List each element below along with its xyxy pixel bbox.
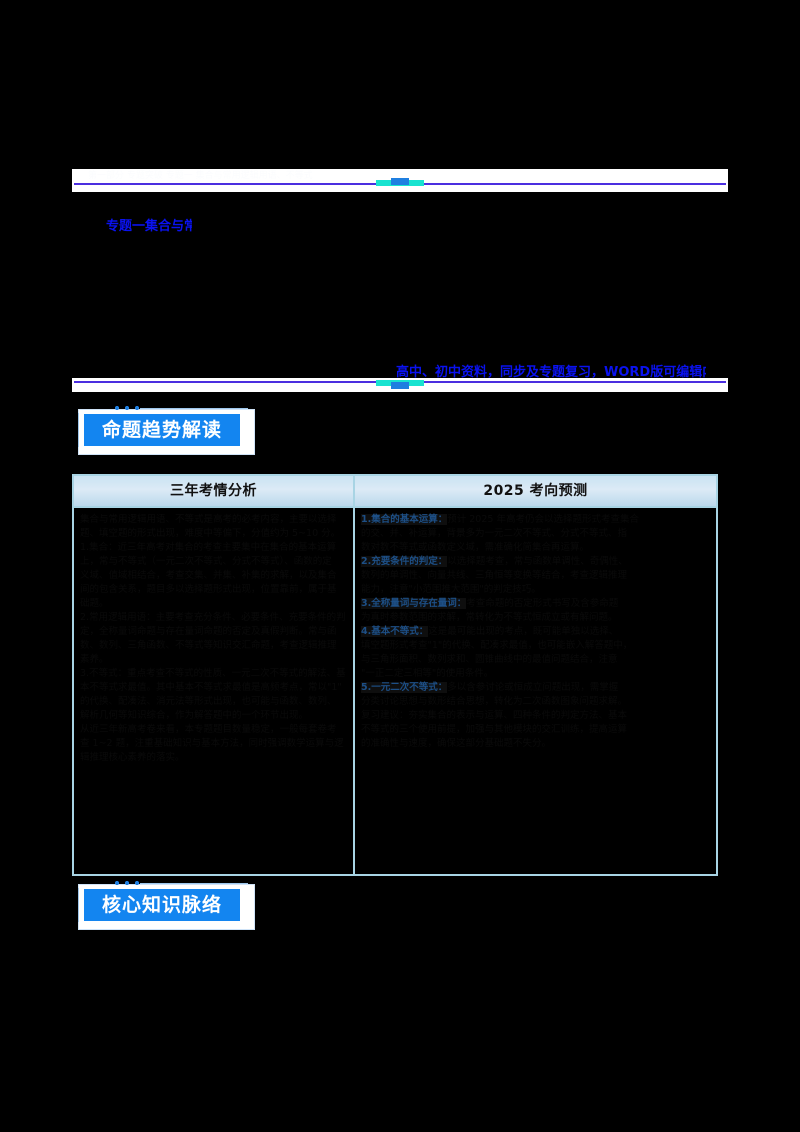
analysis-line: 2.常用逻辑用语：主要考查充分条件、必要条件、充要条件的判 (80, 612, 346, 623)
forecast-line: 填空题形式考查"1"的代换、配凑求最值，也可能嵌入解答题中， (361, 640, 633, 651)
forecast-line: 与三角形面积、数列求和、圆锥曲线中的最值问题结合，注意 (361, 654, 618, 665)
header-tab-core-marker (391, 178, 409, 185)
analysis-line: 3.不等式：重点考查不等式的性质、一元二次不等式的解法、基 (80, 668, 346, 679)
badge-vline-decoration (78, 888, 79, 922)
analysis-line: 上，常与不等式（一元二次不等式、分式不等式）、函数的定 (80, 556, 332, 567)
page-header-band-second (72, 378, 728, 392)
analysis-line: 的代换、配凑法、消元法等形式出现，也可能与函数、数列、 (80, 696, 337, 707)
analysis-line: 础题。 (80, 598, 109, 609)
table-header-row: 三年考情分析 2025 考向预测 (74, 476, 716, 508)
table-cell-forecast: 1.集合的基本运算：预计 2025 年高考仍会以选择题形式考查集合的交、并、补运… (355, 508, 716, 876)
analysis-line: 定，全称量词命题与存在量词命题的否定及真假判断。常与函 (80, 626, 337, 637)
forecast-keyword: 1.集合的基本运算： (361, 514, 448, 525)
forecast-keyword: 3.全称量词与存在量词： (361, 598, 467, 609)
badge-dots-decoration (114, 881, 140, 885)
forecast-line: 4.基本不等式：这是最可能出现的考点，既可能单独以选择、 (361, 626, 619, 637)
analysis-line: 集合与常用逻辑用语、不等式是高考的必考内容，主要以选择 (80, 514, 337, 525)
header-running-title: 第一部分 专题突破 专题一 集合与常用逻辑用语、不等式 (88, 171, 313, 181)
forecast-line: 能力，注意"小范围推大范围"的判定技巧。 (361, 584, 541, 595)
analysis-line: 题、填空题的形式出现，难度中等偏下，分值约为 5~10 分。 (80, 528, 341, 539)
forecast-line: 3.全称量词与存在量词：考查命题的否定形式书写及含参命题 (361, 598, 619, 609)
analysis-line: 解析几何等知识综合，作为解答题中的一个环节出现。 (80, 710, 309, 721)
analysis-line: 间的包含关系，题目多以选择题形式出现，位置靠前，属于基 (80, 584, 337, 595)
section-badge-core-label: 核心知识脉络 (84, 889, 240, 921)
forecast-line: "一正二定三相等"的使用条件。 (361, 668, 494, 679)
analysis-line: 查 1~2 题，注重基础知识与基本方法，同时强调数学运算与逻 (80, 738, 344, 749)
table-body-row: 集合与常用逻辑用语、不等式是高考的必考内容，主要以选择题、填空题的形式出现，难度… (74, 508, 716, 876)
forecast-line: 1.集合的基本运算：预计 2025 年高考仍会以选择题形式考查集合 (361, 514, 639, 525)
section-badge-core: 核心知识脉络 (72, 878, 255, 930)
forecast-line: 2.充要条件的判定：以选择题考查，常与函数单调性、奇偶性、 (361, 556, 628, 567)
badge-hline-decoration (140, 408, 248, 409)
forecast-keyword: 2.充要条件的判定： (361, 556, 448, 567)
page-header-band-top: 第一部分 专题突破 专题一 集合与常用逻辑用语、不等式 (72, 169, 728, 192)
section-badge-trend-label: 命题趋势解读 (84, 414, 240, 446)
forecast-line: 数对数不等式或函数定义域，需准确化简集合再运算。 (361, 542, 590, 553)
analysis-line: 义域、值域相结合，考查交集、并集、补集的求解，以及集合 (80, 570, 337, 581)
analysis-line: 1.集合：近三年高考对集合的考查主要集中在集合的基本运算 (80, 542, 337, 553)
forecast-line: 为真时参数范围的求解，常转化为不等式恒成立或有解问题。 (361, 612, 618, 623)
analysis-line: 数、数列、三角函数、不等式等知识交汇命题，考查逻辑推理 (80, 640, 337, 651)
forecast-line: 分类讨论思想与数形结合思想，转化为二次函数图象问题求解。 (361, 696, 628, 707)
forecast-line: 的交、并、补运算，背景多为一元二次不等式、分式不等式、指 (361, 528, 628, 539)
badge-hline-decoration (140, 883, 248, 884)
trend-analysis-table: 三年考情分析 2025 考向预测 集合与常用逻辑用语、不等式是高考的必考内容，主… (72, 474, 718, 876)
forecast-line: 不等式的三个使用前提，加强与其他模块的交汇训练，提高运算 (361, 724, 628, 735)
forecast-line: 复习建议：夯实集合的表示与运算、四种条件的判定方法、基本 (361, 710, 628, 721)
table-header-analysis: 三年考情分析 (74, 476, 355, 506)
analysis-line: 本不等式求最值。其中基本不等式求最值是高频考点，常以"1" (80, 682, 342, 693)
badge-vline-decoration (78, 413, 79, 447)
table-header-forecast: 2025 考向预测 (483, 483, 588, 499)
forecast-line: 的准确性与速度，确保这部分基础题不失分。 (361, 738, 552, 749)
promo-watermark-text: 高中、初中资料，同步及专题复习，WORD版可编辑内容 (396, 365, 706, 380)
forecast-keyword: 4.基本不等式： (361, 626, 429, 637)
analysis-line: 从近三年新高考卷来看，本专题题目数量稳定，一般每套卷考 (80, 724, 337, 735)
analysis-line: 素养。 (80, 654, 109, 665)
forecast-keyword: 5.一元二次不等式： (361, 682, 448, 693)
table-cell-analysis: 集合与常用逻辑用语、不等式是高考的必考内容，主要以选择题、填空题的形式出现，难度… (74, 508, 355, 876)
header-tab-core-marker-second (391, 382, 409, 389)
forecast-line: 5.一元二次不等式：多以含参讨论或恒成立问题出现，需掌握 (361, 682, 619, 693)
section-badge-trend: 命题趋势解读 (72, 403, 255, 455)
forecast-line: 数列的单调性、向量共线、三角恒等变换等结合，考查逻辑推理 (361, 570, 628, 581)
badge-dots-decoration (114, 406, 140, 410)
analysis-line: 辑推理核心素养的落实。 (80, 752, 185, 763)
